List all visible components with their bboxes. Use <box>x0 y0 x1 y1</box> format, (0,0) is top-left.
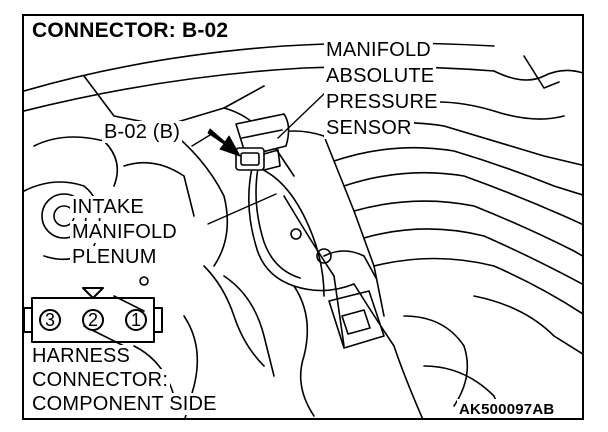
leader-lines <box>191 91 327 225</box>
connector-pointer-arrow <box>207 128 241 157</box>
label-absolute: ABSOLUTE <box>324 65 437 87</box>
diagram-frame: CONNECTOR: B-02 MANIFOLD ABSOLUTE PRESSU… <box>22 14 584 420</box>
label-sensor: SENSOR <box>324 117 414 139</box>
connector-pin-2: 2 <box>82 309 104 331</box>
page-title: CONNECTOR: B-02 <box>30 19 231 42</box>
figure-code: AK500097AB <box>457 399 557 418</box>
harness-connector-symbol <box>24 287 163 343</box>
label-pressure: PRESSURE <box>324 91 440 113</box>
connector-pin-1: 1 <box>125 309 147 331</box>
engine-bay-illustration <box>24 42 582 418</box>
label-manifold-plenum: MANIFOLD <box>70 221 179 243</box>
engine-outline <box>24 42 582 418</box>
label-plenum: PLENUM <box>70 246 159 268</box>
connector-b-02 <box>235 147 281 171</box>
label-connector: CONNECTOR: <box>30 369 171 391</box>
connector-pin-3: 3 <box>39 309 61 331</box>
label-intake: INTAKE <box>70 196 146 218</box>
label-harness: HARNESS <box>30 345 133 367</box>
manifold-absolute-pressure-sensor <box>235 113 290 157</box>
label-connector-ref: B-02 (B) <box>102 121 183 143</box>
label-component-side: COMPONENT SIDE <box>30 393 219 415</box>
label-manifold: MANIFOLD <box>324 39 433 61</box>
